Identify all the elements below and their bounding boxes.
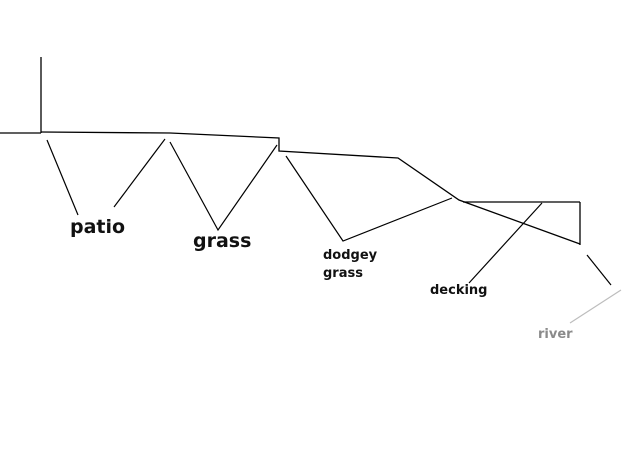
river-pointer-upper: [586, 254, 612, 286]
decking-pointer: [468, 202, 543, 284]
dodgey-grass-pointer: [285, 155, 453, 242]
pointer-lines: [46, 138, 612, 286]
dodgey-grass-label: dodgey grass: [323, 247, 377, 283]
river-label: river: [538, 327, 573, 342]
dodgey-grass-label-line1: dodgey: [323, 248, 378, 263]
decking-structure: [463, 201, 581, 245]
patio-pointer: [46, 139, 79, 216]
river-pointer-lower: [569, 289, 622, 324]
decking-label: decking: [430, 283, 488, 298]
wall-lines: [0, 57, 42, 134]
patio-label: patio: [70, 216, 126, 238]
ground-profile-line: [40, 131, 581, 245]
patio-pointer-2: [113, 138, 166, 208]
dodgey-grass-label-line2: grass: [323, 266, 363, 281]
grass-pointer: [169, 141, 278, 232]
grass-label: grass: [193, 230, 252, 252]
